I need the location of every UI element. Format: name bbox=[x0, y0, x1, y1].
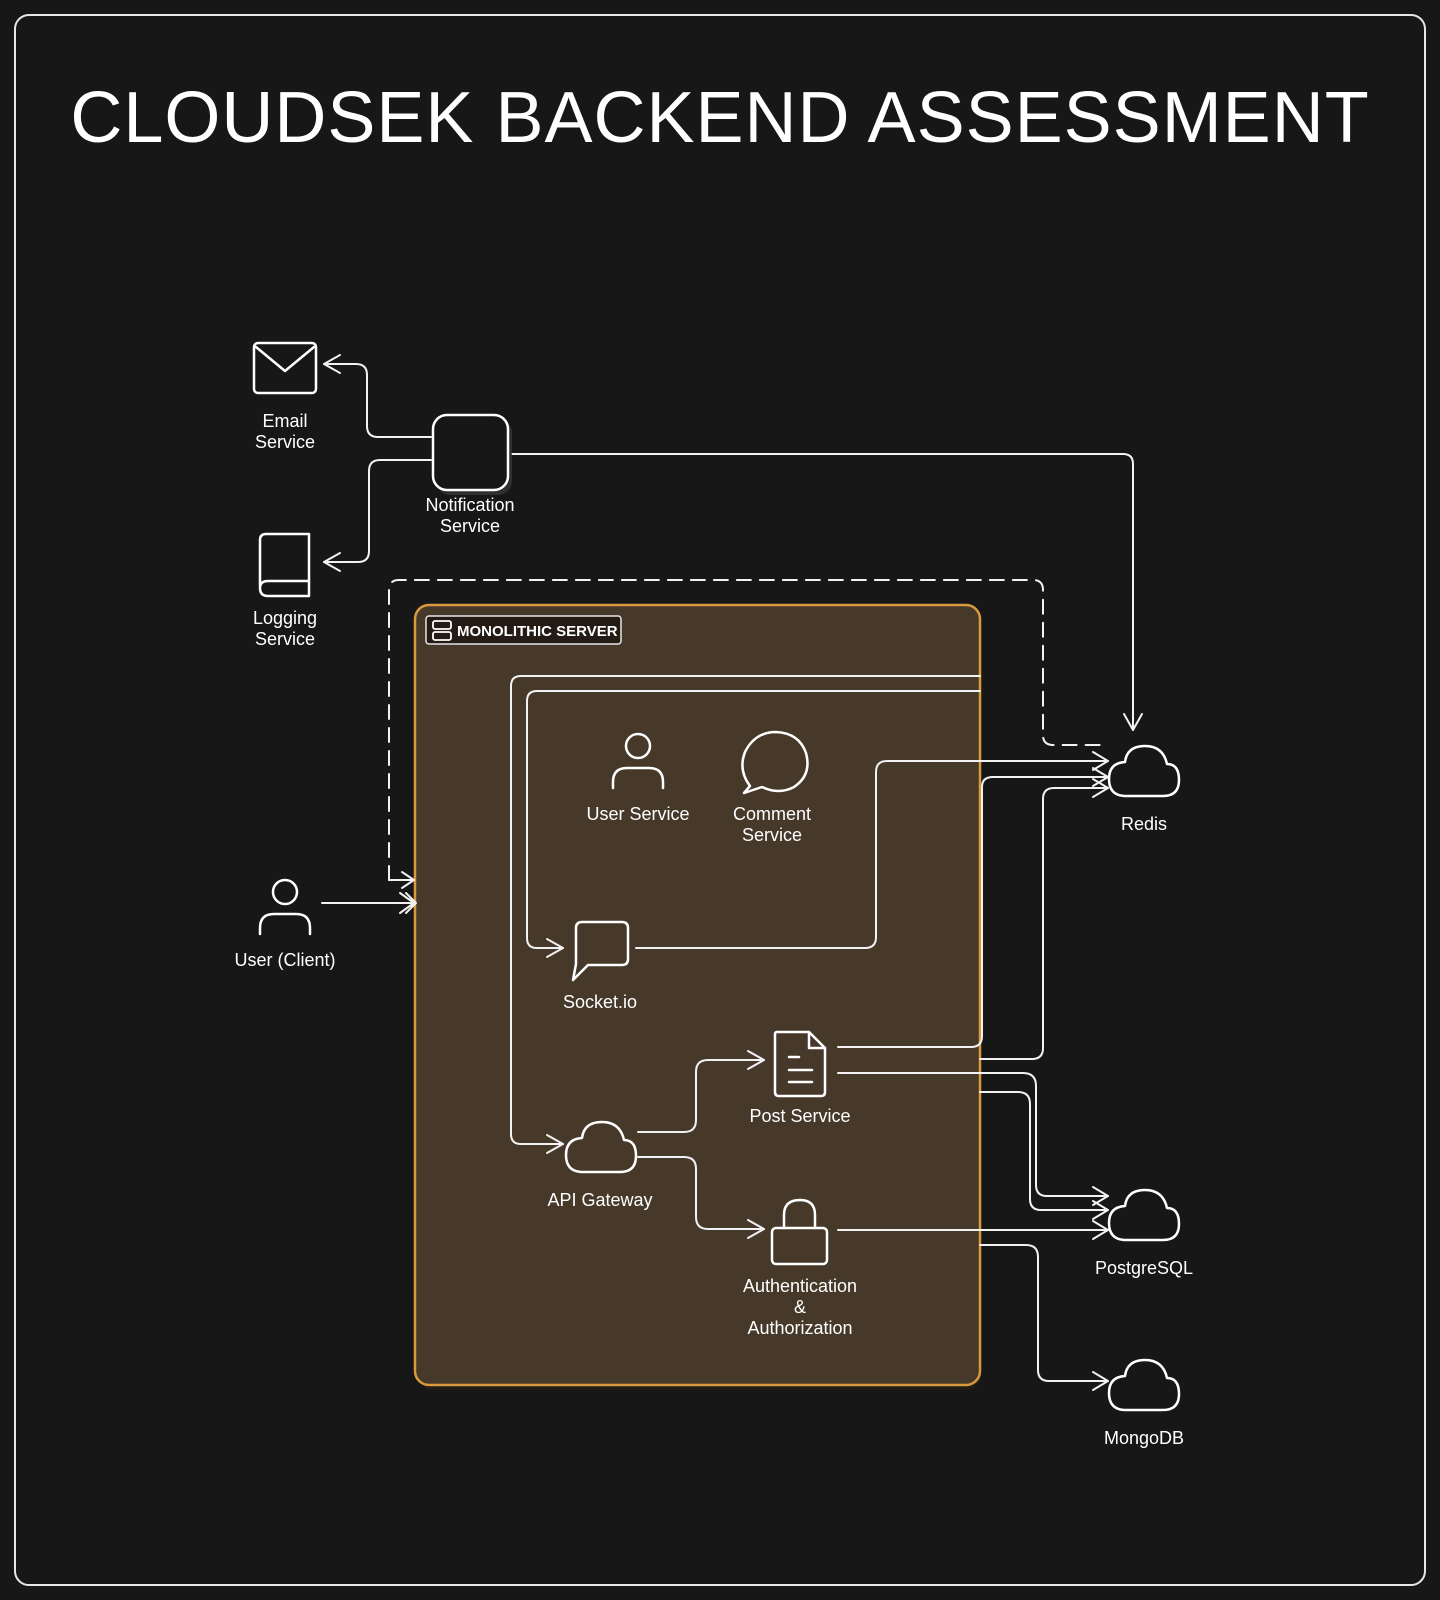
email-service-node: Email Service bbox=[252, 341, 318, 452]
rounded-square-icon bbox=[431, 413, 510, 492]
api-gateway-node: API Gateway bbox=[547, 1120, 653, 1210]
dashed-boundary bbox=[388, 579, 1109, 881]
server-icon bbox=[432, 620, 452, 641]
post-service-label: Post Service bbox=[749, 1106, 850, 1126]
user-client-label: User (Client) bbox=[234, 950, 335, 970]
socket-io-label: Socket.io bbox=[563, 992, 637, 1012]
redis-label: Redis bbox=[1121, 814, 1167, 834]
document-icon bbox=[773, 1030, 827, 1098]
api-gateway-label: API Gateway bbox=[547, 1190, 652, 1210]
auth-label-2: & bbox=[794, 1297, 806, 1317]
auth-node: Authentication & Authorization bbox=[743, 1198, 857, 1338]
cloud-icon bbox=[1107, 744, 1181, 798]
auth-label: Authentication bbox=[743, 1276, 857, 1296]
postgresql-node: PostgreSQL bbox=[1095, 1188, 1193, 1278]
lock-icon bbox=[770, 1198, 829, 1266]
comment-service-label: Comment bbox=[733, 804, 811, 824]
person-icon bbox=[258, 878, 312, 936]
comment-service-node: Comment Service bbox=[733, 730, 811, 845]
cloud-icon bbox=[1107, 1188, 1181, 1242]
monolithic-server bbox=[413, 603, 982, 1387]
server-badge: MONOLITHIC SERVER bbox=[425, 615, 622, 645]
notification-service-label: Notification bbox=[425, 495, 514, 515]
notification-service-node: Notification Service bbox=[425, 413, 515, 536]
user-service-label: User Service bbox=[586, 804, 689, 824]
chat-bubble-icon bbox=[741, 730, 809, 795]
mongodb-label: MongoDB bbox=[1104, 1428, 1184, 1448]
logging-service-label: Logging bbox=[253, 608, 317, 628]
auth-label-3: Authorization bbox=[747, 1318, 852, 1338]
redis-node: Redis bbox=[1107, 744, 1181, 834]
server-badge-label: MONOLITHIC SERVER bbox=[457, 623, 618, 640]
logging-service-node: Logging Service bbox=[253, 532, 317, 649]
message-square-icon bbox=[571, 920, 630, 982]
socket-io-node: Socket.io bbox=[563, 920, 637, 1012]
envelope-icon bbox=[252, 341, 318, 395]
book-icon bbox=[258, 532, 311, 598]
notification-service-label-2: Service bbox=[440, 516, 500, 536]
cloud-icon bbox=[1107, 1358, 1181, 1412]
comment-service-label-2: Service bbox=[742, 825, 802, 845]
logging-service-label-2: Service bbox=[255, 629, 315, 649]
user-service-node: User Service bbox=[586, 732, 690, 824]
diagram-frame bbox=[14, 14, 1426, 1586]
mongodb-node: MongoDB bbox=[1104, 1358, 1184, 1448]
post-service-node: Post Service bbox=[749, 1030, 851, 1126]
user-client-node: User (Client) bbox=[234, 878, 336, 970]
diagram-title: CLOUDSEK BACKEND ASSESSMENT bbox=[70, 78, 1369, 158]
person-icon bbox=[611, 732, 665, 790]
email-service-label: Email bbox=[262, 411, 307, 431]
email-service-label-2: Service bbox=[255, 432, 315, 452]
cloud-icon bbox=[564, 1120, 638, 1174]
connectors bbox=[321, 354, 1143, 1391]
postgresql-label: PostgreSQL bbox=[1095, 1258, 1193, 1278]
